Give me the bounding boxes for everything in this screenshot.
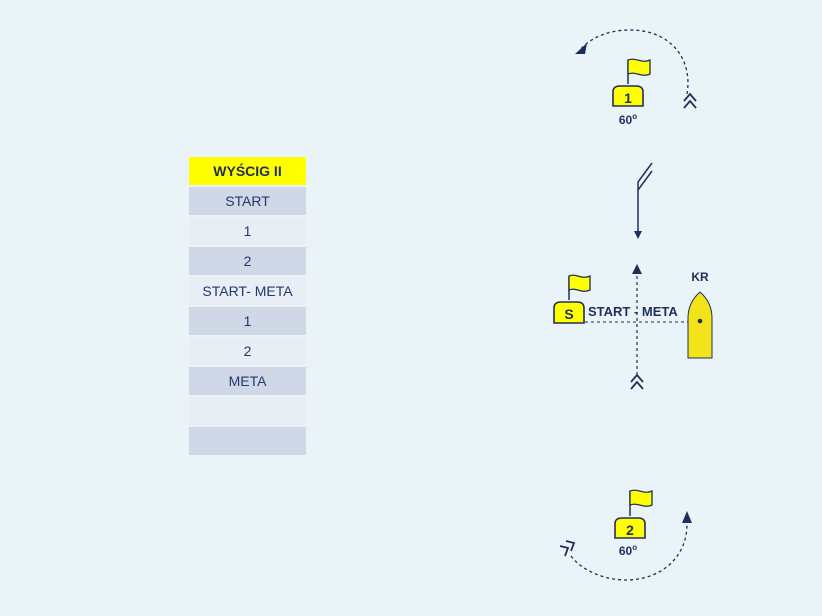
- table-cell: 2: [189, 247, 306, 277]
- start-meta-label: START - META: [588, 304, 678, 319]
- mark-1-label: 1: [624, 90, 632, 106]
- table-cell: START- META: [189, 277, 306, 307]
- rounding-arc-mark-2: [570, 521, 688, 581]
- table-row: META: [189, 367, 306, 397]
- degree-symbol: o: [632, 112, 637, 121]
- committee-boat: KR: [687, 270, 713, 359]
- table-cell: 2: [189, 337, 306, 367]
- chevron-icon: [559, 540, 576, 557]
- mark-2-angle-value: 60: [619, 544, 633, 558]
- table-cell: META: [189, 367, 306, 397]
- table-row: 2: [189, 337, 306, 367]
- chevron-icon: [630, 373, 644, 390]
- table-cell: [189, 427, 306, 457]
- table-cell: [189, 397, 306, 427]
- flag-icon: [627, 58, 651, 84]
- start-mark: S: [553, 274, 591, 324]
- wind-arrow: [634, 162, 653, 239]
- arrowhead-mark-2: [682, 511, 692, 523]
- mark-1: 1 60o: [575, 29, 697, 127]
- mark-1-angle: 60o: [619, 112, 637, 127]
- buoy-start-mark: [553, 301, 585, 324]
- flag-icon: [629, 489, 653, 516]
- table-cell: START: [189, 187, 306, 217]
- chevron-icon: [683, 92, 697, 109]
- start-line: START - META: [585, 264, 690, 390]
- table-row: 1: [189, 217, 306, 247]
- rounding-arc-mark-1: [579, 29, 689, 95]
- table-header: WYŚCIG II: [189, 157, 306, 187]
- mark-2-label: 2: [626, 522, 634, 538]
- flag-icon: [568, 274, 591, 300]
- boat-hull-icon: [687, 291, 713, 359]
- start-mark-label: S: [564, 306, 573, 322]
- buoy-mark-2: [614, 517, 646, 539]
- mark-2-angle: 60o: [619, 543, 637, 558]
- mark-2: 2 60o: [559, 489, 692, 581]
- committee-boat-label: KR: [691, 270, 709, 284]
- table-row: START- META: [189, 277, 306, 307]
- table-row: [189, 397, 306, 427]
- degree-symbol: o: [632, 543, 637, 552]
- table-row: 2: [189, 247, 306, 277]
- arrowhead-mark-1: [575, 43, 587, 54]
- table-header-row: WYŚCIG II: [189, 157, 306, 187]
- boat-dot-icon: [697, 318, 703, 324]
- mark-1-angle-value: 60: [619, 113, 633, 127]
- table-row: [189, 427, 306, 457]
- table-cell: 1: [189, 307, 306, 337]
- course-table: WYŚCIG II START 1 2 START- META 1 2 META: [189, 157, 306, 457]
- buoy-mark-1: [612, 85, 644, 107]
- table-row: START: [189, 187, 306, 217]
- table-row: 1: [189, 307, 306, 337]
- course-axis-arrowhead: [632, 264, 642, 274]
- table-cell: 1: [189, 217, 306, 247]
